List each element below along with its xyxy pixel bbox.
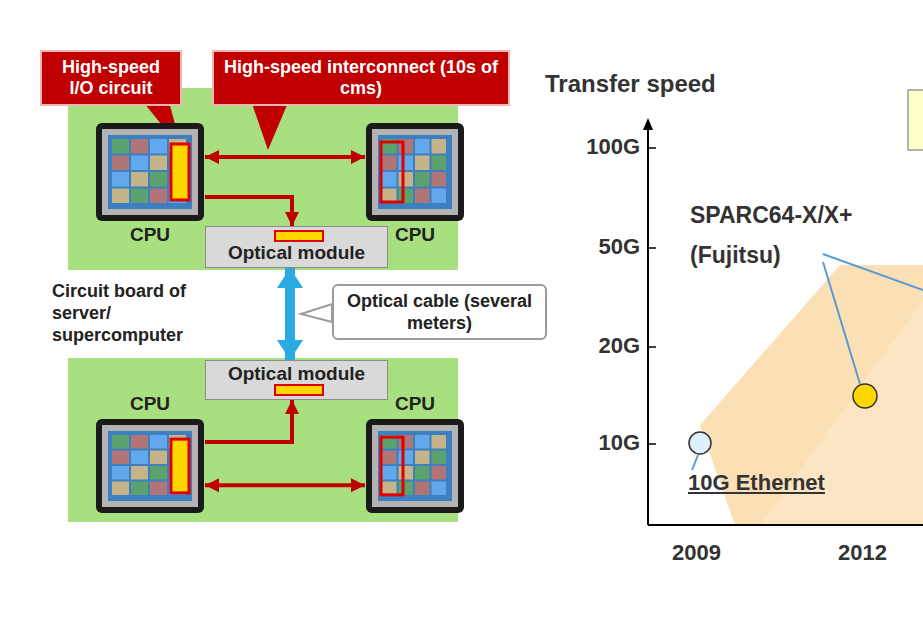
cpu-label: CPU	[95, 224, 205, 246]
axis-title: Transfer speed	[545, 70, 716, 98]
interconnect-arrow	[205, 483, 365, 487]
tick-label: 100G	[586, 134, 640, 160]
interconnect-arrow	[205, 197, 292, 226]
chip-graphic	[95, 418, 205, 514]
callout-text: High-speed interconnect (10s of cms)	[220, 57, 502, 99]
tick-label: 10G	[598, 430, 640, 456]
x-axis	[648, 524, 923, 526]
tick	[648, 443, 656, 445]
optical-cable-arrow	[285, 268, 295, 360]
callout-text: Optical cable (several meters)	[340, 290, 539, 334]
chip-graphic	[95, 122, 205, 222]
chip-graphic	[365, 122, 465, 222]
callout-box: High-speed interconnect (10s of cms)	[212, 50, 510, 106]
tick	[648, 346, 656, 348]
interconnect-arrow	[205, 155, 365, 159]
callout-pointer	[301, 304, 332, 322]
optical-chip	[274, 230, 324, 242]
cpu-chip: CPU	[95, 122, 205, 222]
tick	[648, 147, 656, 149]
tick-label: 2009	[672, 540, 721, 566]
axis-arrowhead	[643, 118, 653, 130]
cpu-chip: CPU	[95, 418, 205, 514]
module-label: Optical module	[206, 363, 387, 385]
note-box	[908, 90, 923, 150]
optical-module: Optical module	[205, 360, 388, 400]
cpu-label: CPU	[365, 393, 465, 415]
series-label: 10G Ethernet	[688, 470, 825, 496]
data-point	[689, 432, 711, 454]
interconnect-arrow	[205, 400, 292, 442]
tick-label: 2012	[838, 540, 887, 566]
callout-box: Optical cable (several meters)	[332, 284, 547, 340]
circuit-board	[68, 358, 458, 522]
module-label: Optical module	[206, 242, 387, 264]
leader-line	[692, 455, 698, 470]
leader-line	[823, 262, 860, 384]
cpu-chip: CPU	[365, 418, 465, 514]
tick-label: 50G	[598, 234, 640, 260]
cpu-label: CPU	[95, 393, 205, 415]
callout-box: High-speed I/O circuit	[40, 50, 182, 106]
y-axis	[647, 128, 649, 525]
leader-line	[823, 254, 923, 290]
chip-graphic	[365, 418, 465, 514]
board-label: Circuit board of server/ supercomputer	[52, 280, 222, 346]
optical-chip	[274, 384, 324, 396]
series-label: (Fujitsu)	[690, 242, 781, 269]
callout-text: High-speed I/O circuit	[48, 57, 174, 99]
data-point	[853, 384, 877, 408]
tick-label: 20G	[598, 333, 640, 359]
tick	[648, 247, 656, 249]
optical-module: Optical module	[205, 226, 388, 268]
cpu-chip: CPU	[365, 122, 465, 222]
series-label: SPARC64-X/X+	[690, 202, 853, 229]
